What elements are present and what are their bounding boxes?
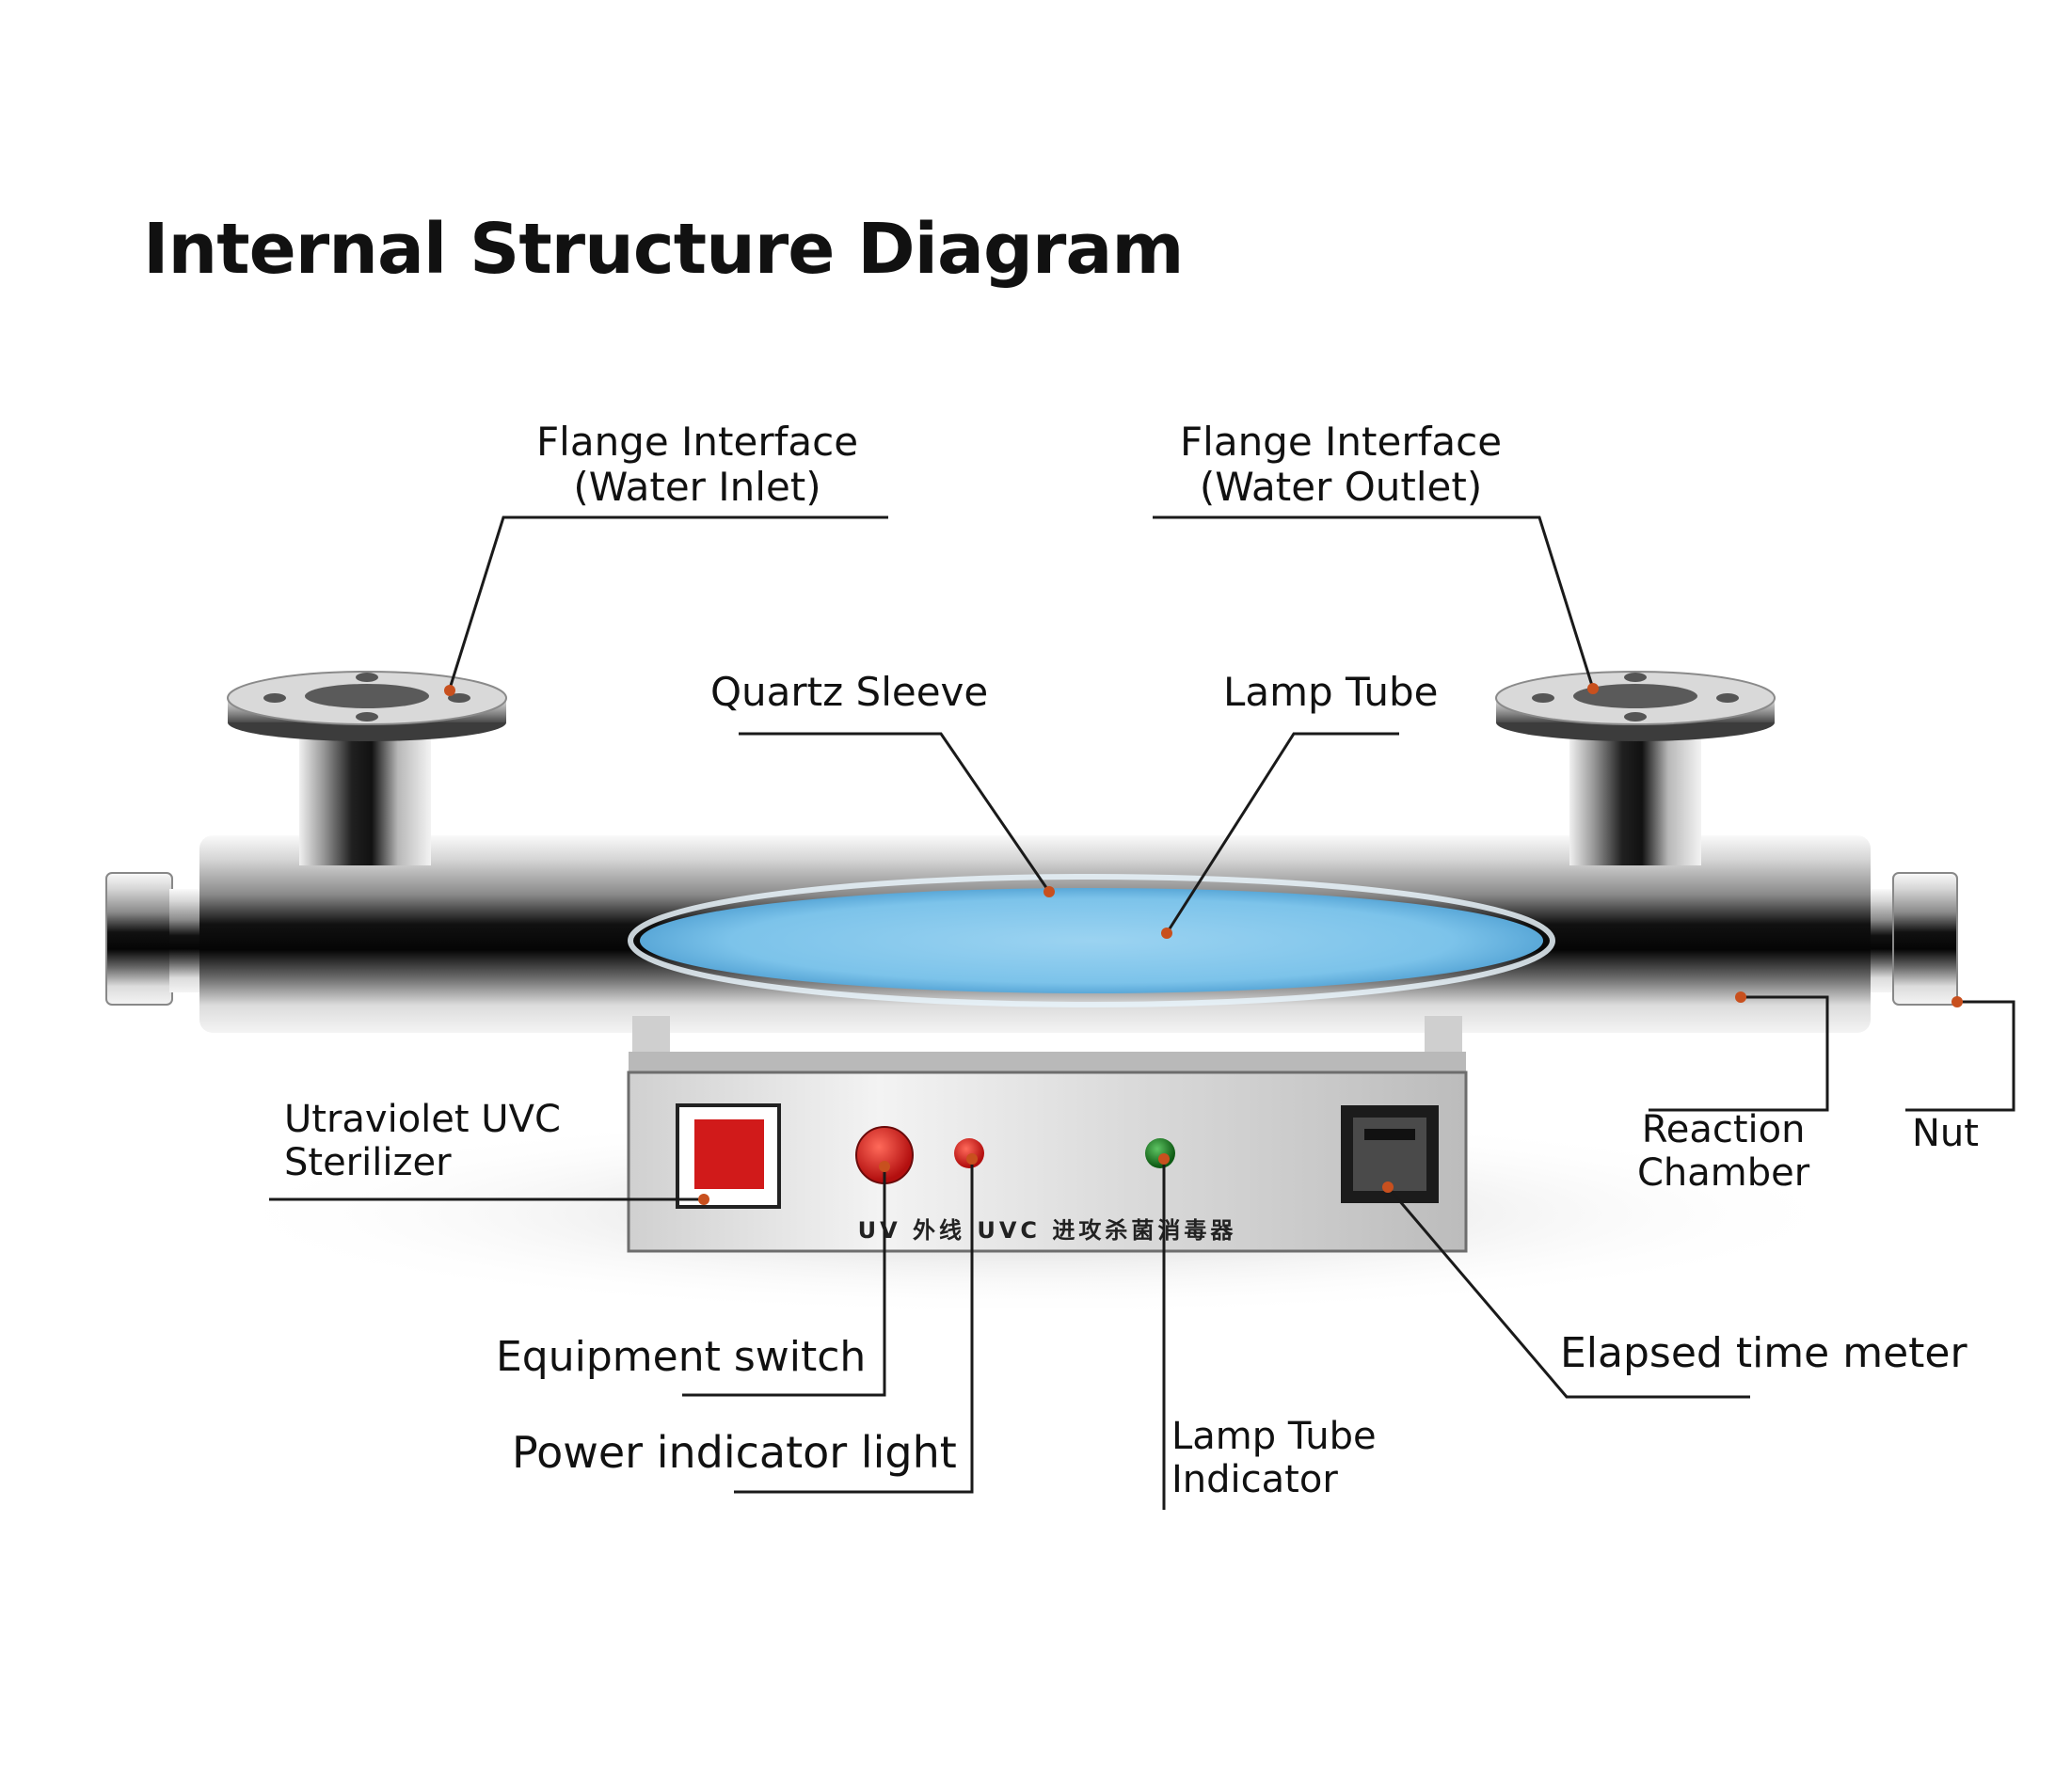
label-inlet-line2: (Water Inlet) xyxy=(573,464,821,511)
label-reaction-line2: Chamber xyxy=(1637,1151,1810,1195)
label-lamp-ind-line2: Indicator xyxy=(1171,1458,1338,1501)
leader-lines xyxy=(269,515,2015,1510)
outlet-pipe xyxy=(1569,734,1701,865)
leader-reaction xyxy=(1649,995,1829,1112)
leader-power xyxy=(734,1159,974,1494)
label-uvc-line1: Utraviolet UVC xyxy=(284,1098,561,1141)
label-outlet-line2: (Water Outlet) xyxy=(1199,464,1483,511)
leader-quartz xyxy=(739,732,1051,893)
leader-switch xyxy=(682,1166,886,1397)
panel-text: UV 外线 UVC 进攻杀菌消毒器 xyxy=(858,1217,1237,1244)
elapsed-time-meter xyxy=(1341,1105,1439,1203)
label-elapsed-time-meter: Elapsed time meter xyxy=(1560,1329,1967,1377)
leader-outlet xyxy=(1153,515,1595,690)
label-lamp-tube: Lamp Tube xyxy=(1223,669,1439,715)
leader-lamp-tube xyxy=(1165,732,1399,934)
page-title: Internal Structure Diagram xyxy=(143,209,1184,290)
control-box xyxy=(627,1052,1468,1253)
leader-dots xyxy=(444,683,1963,1205)
label-quartz-sleeve: Quartz Sleeve xyxy=(710,669,989,715)
label-outlet-line1: Flange Interface xyxy=(1180,419,1503,465)
outlet-flange xyxy=(1495,671,1776,741)
inlet-flange xyxy=(227,671,507,741)
label-inlet: Flange Interface (Water Inlet) xyxy=(536,419,859,511)
label-lamp-tube-indicator: Lamp Tube Indicator xyxy=(1171,1415,1377,1501)
right-nut xyxy=(1892,872,1958,1006)
leader-nut xyxy=(1905,1000,2015,1112)
label-equipment-switch: Equipment switch xyxy=(496,1333,867,1381)
label-uvc-sterilizer: Utraviolet UVC Sterilizer xyxy=(284,1098,561,1184)
label-reaction-line1: Reaction xyxy=(1641,1108,1806,1151)
label-outlet: Flange Interface (Water Outlet) xyxy=(1180,419,1503,511)
label-reaction-chamber: Reaction Chamber xyxy=(1637,1108,1809,1195)
label-nut: Nut xyxy=(1912,1112,1979,1155)
label-power-indicator: Power indicator light xyxy=(512,1427,957,1478)
label-uvc-line2: Sterilizer xyxy=(284,1141,452,1184)
equipment-switch[interactable] xyxy=(676,1103,781,1209)
leader-meter xyxy=(1386,1186,1750,1399)
label-lamp-ind-line1: Lamp Tube xyxy=(1171,1415,1377,1458)
leader-inlet xyxy=(448,515,888,690)
lamp-tube-indicator xyxy=(1145,1138,1175,1168)
inlet-pipe xyxy=(299,734,431,865)
lamp-power-indicator xyxy=(954,1138,984,1168)
left-nut xyxy=(105,872,173,1006)
label-inlet-line1: Flange Interface xyxy=(536,419,859,465)
quartz-sleeve xyxy=(628,874,1555,1007)
lamp-tube-glow xyxy=(640,888,1543,993)
